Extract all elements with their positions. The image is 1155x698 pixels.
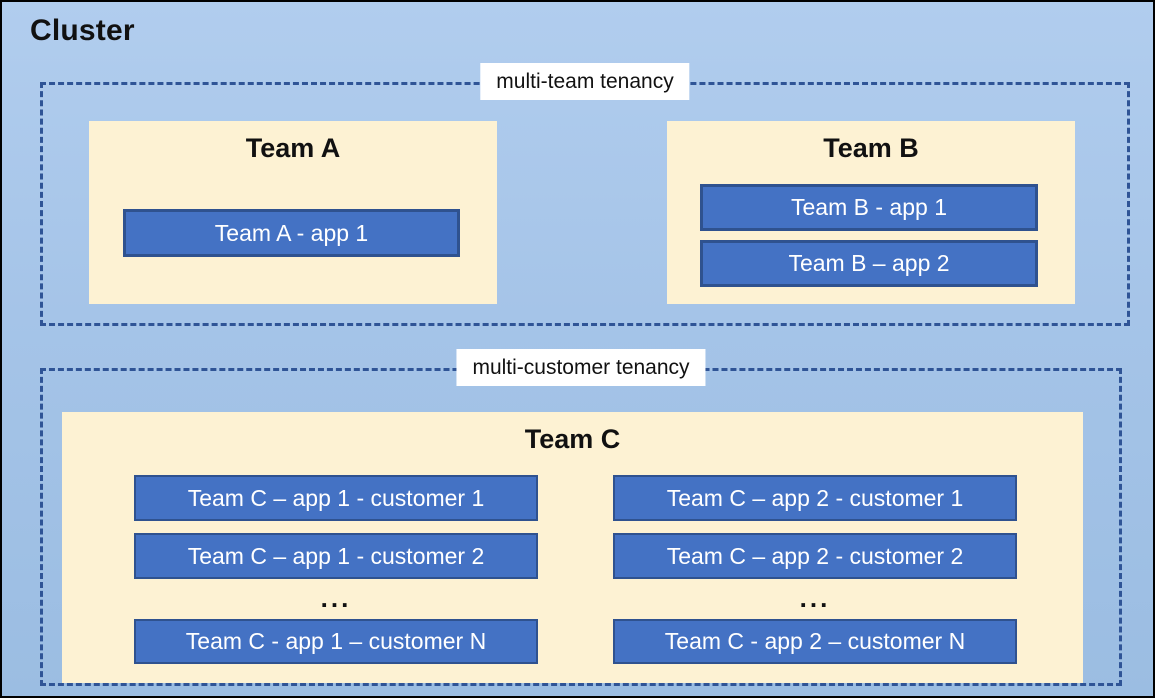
team-c-app1-customer-n-box: Team C - app 1 – customer N: [134, 619, 538, 664]
team-c-app2-ellipsis: ...: [799, 583, 831, 613]
team-a-app-1-box: Team A - app 1: [123, 209, 460, 257]
team-c-app1-ellipsis: ...: [320, 583, 352, 613]
multi-team-tenancy-label: multi-team tenancy: [480, 63, 690, 101]
multi-team-tenancy-section: multi-team tenancy Team A Team A - app 1…: [40, 63, 1130, 326]
team-c-columns: Team C – app 1 - customer 1 Team C – app…: [134, 475, 1017, 665]
team-c-app1-customer-1-box: Team C – app 1 - customer 1: [134, 475, 538, 521]
team-b-app-2-box: Team B – app 2: [700, 240, 1038, 287]
team-a-title: Team A: [245, 133, 341, 163]
team-c-app1-customer-2-box: Team C – app 1 - customer 2: [134, 533, 538, 579]
team-b-panel: Team B Team B - app 1 Team B – app 2: [667, 121, 1075, 304]
team-c-app-2-column: Team C – app 2 - customer 1 Team C – app…: [613, 475, 1017, 665]
team-b-app-1-box: Team B - app 1: [700, 184, 1038, 231]
team-c-title: Team C: [524, 424, 621, 454]
team-c-app-1-column: Team C – app 1 - customer 1 Team C – app…: [134, 475, 538, 665]
team-c-app2-customer-n-box: Team C - app 2 – customer N: [613, 619, 1017, 664]
multi-customer-tenancy-section: multi-customer tenancy Team C Team C – a…: [40, 349, 1122, 686]
cluster-title: Cluster: [30, 14, 135, 47]
team-c-panel: Team C Team C – app 1 - customer 1 Team …: [62, 412, 1083, 683]
team-a-panel: Team A Team A - app 1: [89, 121, 497, 304]
team-c-app2-customer-1-box: Team C – app 2 - customer 1: [613, 475, 1017, 521]
multi-customer-tenancy-label: multi-customer tenancy: [456, 349, 706, 387]
team-b-title: Team B: [823, 133, 919, 163]
team-c-app2-customer-2-box: Team C – app 2 - customer 2: [613, 533, 1017, 579]
